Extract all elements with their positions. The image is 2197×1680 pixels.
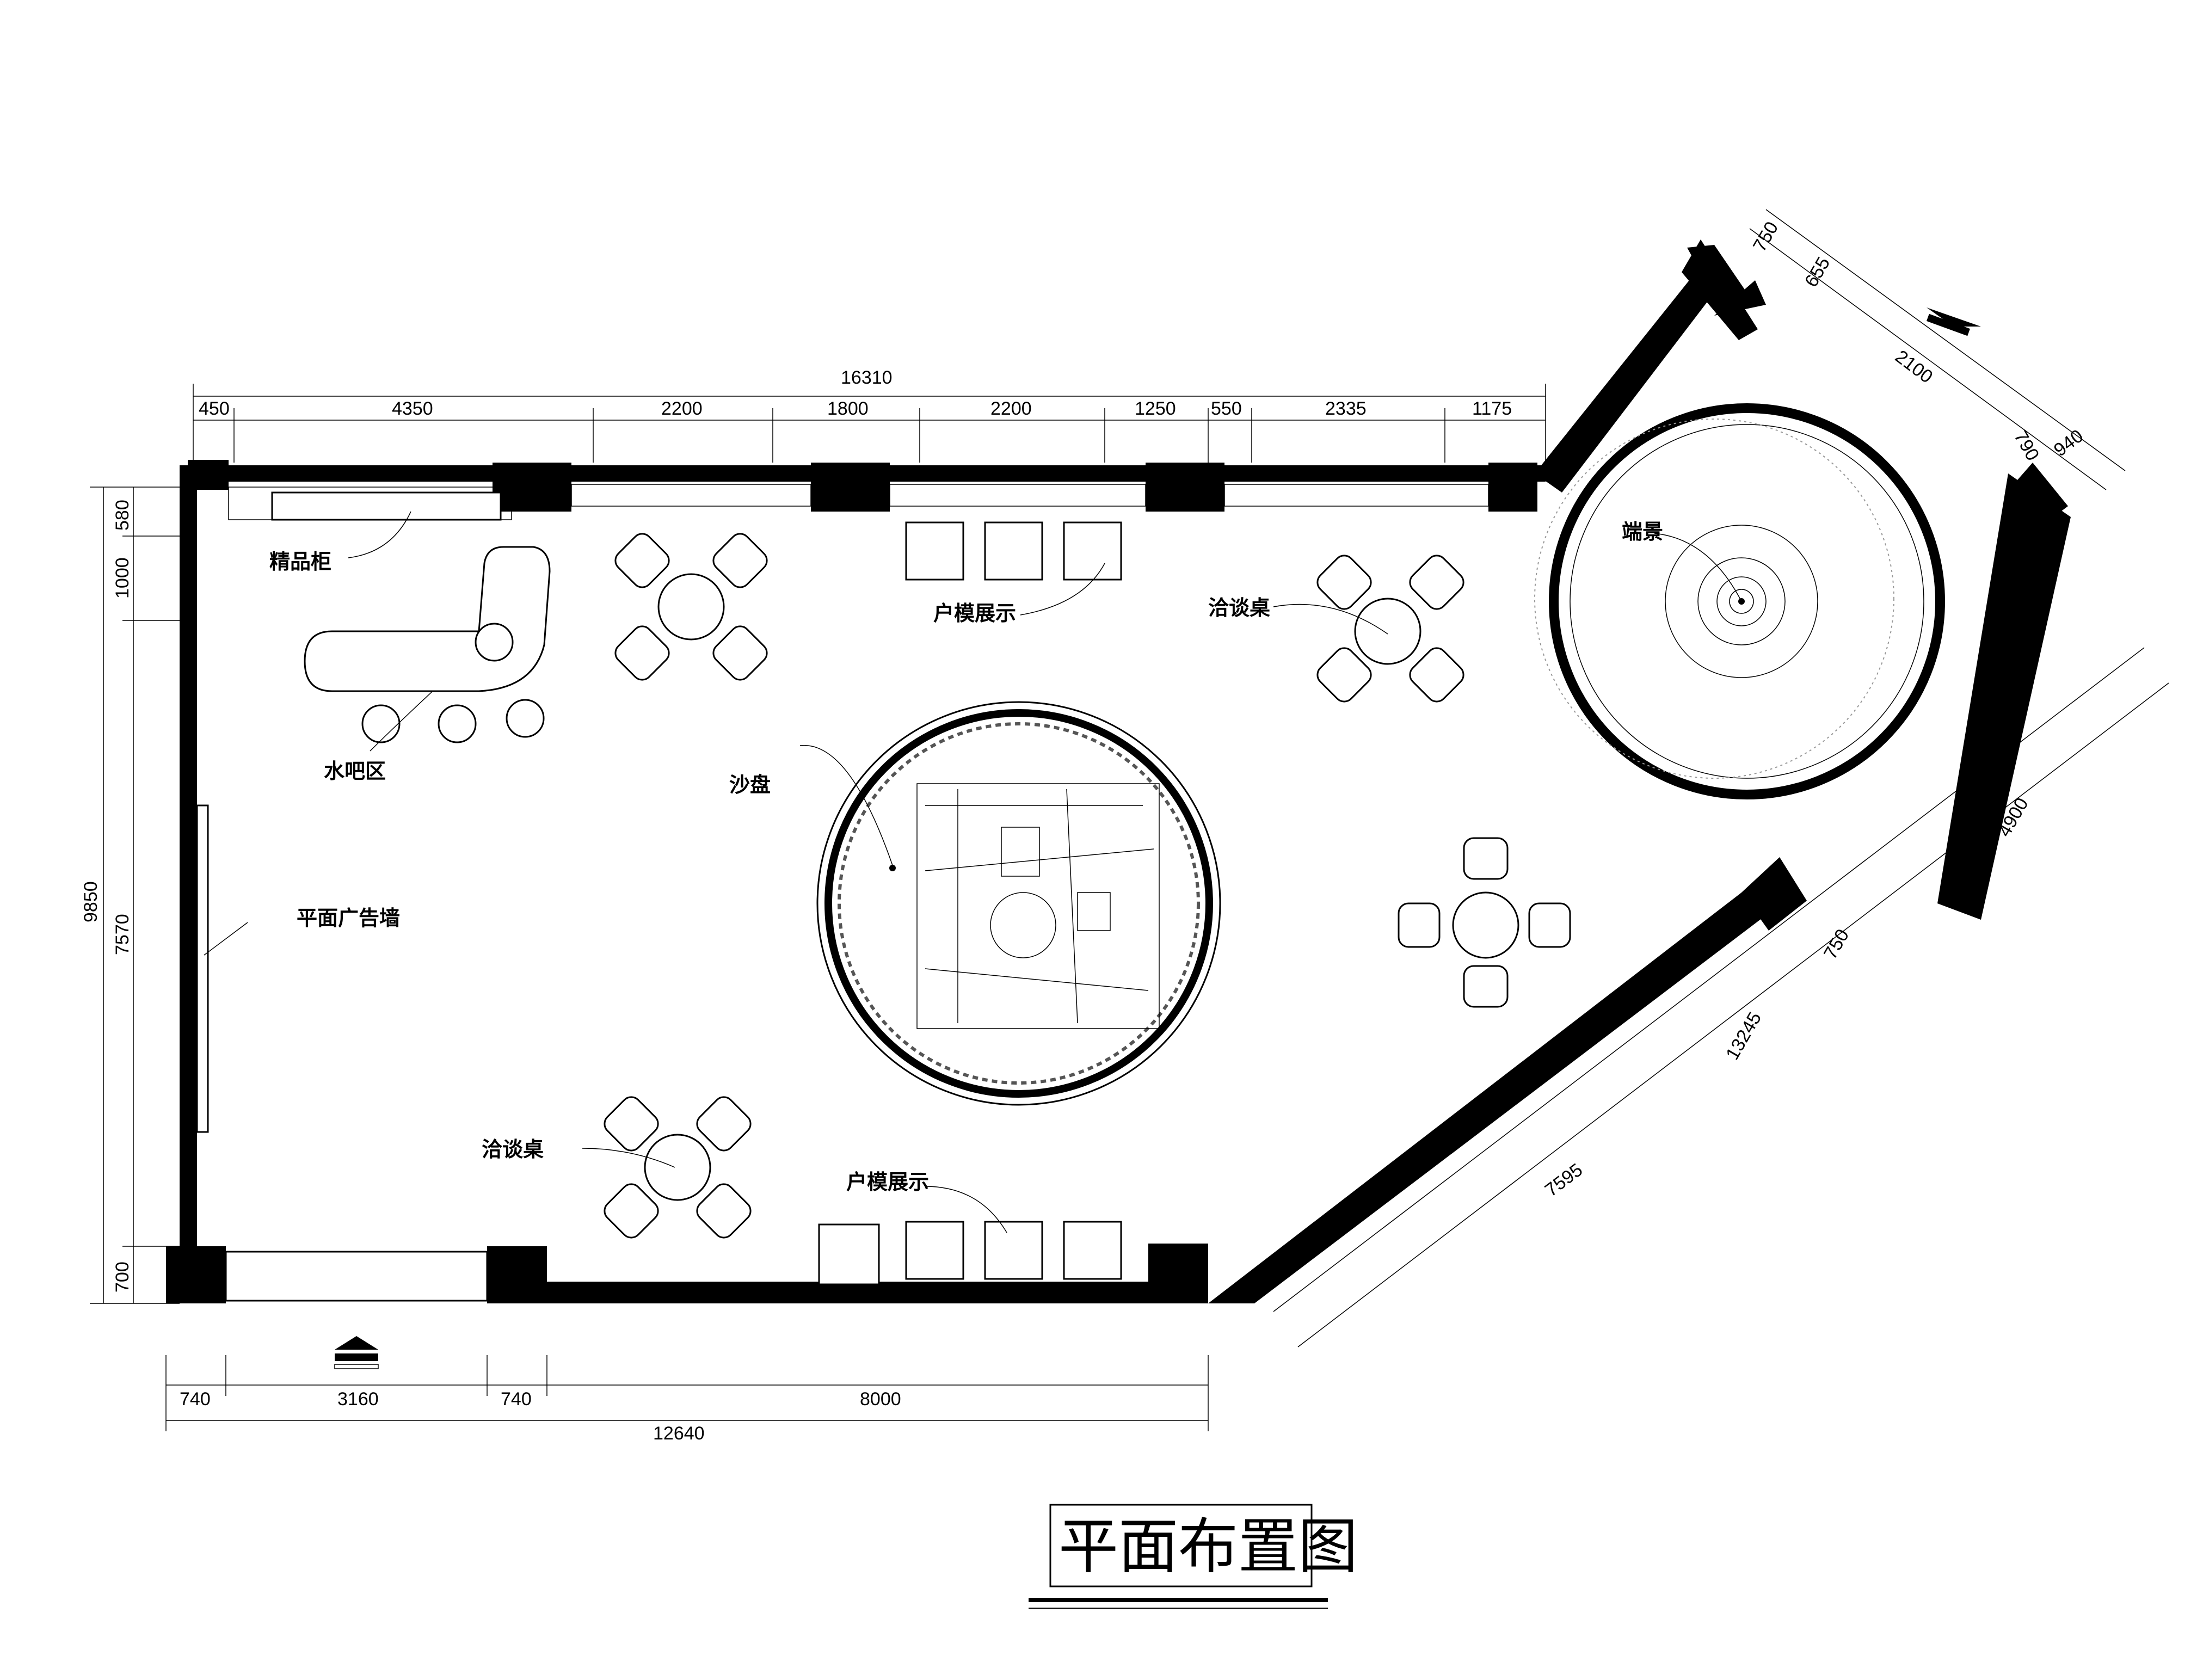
dim-bottom-3: 740 <box>501 1389 532 1410</box>
model-display-bottom-label: 户模展示 <box>846 1170 929 1194</box>
dim-bottom-total: 12640 <box>653 1423 705 1444</box>
dim-top-2: 4350 <box>392 398 433 419</box>
dim-top-3: 2200 <box>661 398 703 419</box>
dim-left-1: 580 <box>112 500 133 531</box>
end-view-rotunda <box>1534 403 1945 799</box>
dim-top-1: 450 <box>199 398 230 419</box>
dim-bottom-1: 740 <box>180 1389 211 1410</box>
bar-stool <box>506 699 545 738</box>
dim-tr-2: 655 <box>1801 254 1834 291</box>
title-text: 平面布置图 <box>1059 1512 1358 1581</box>
dim-top-9: 1175 <box>1472 398 1512 419</box>
model-display-bottom <box>818 1221 1122 1285</box>
entrance-opening <box>225 1251 488 1302</box>
dim-diag-1: 7595 <box>1541 1160 1586 1201</box>
leader-lines <box>204 511 1742 1233</box>
drawing-title: 平面布置图 <box>1029 1504 1358 1609</box>
meeting-table-left-label: 洽谈桌 <box>482 1137 544 1161</box>
boutique-cabinet <box>271 491 502 521</box>
meeting-group-top-left <box>614 533 768 681</box>
dim-tr-5: 940 <box>2050 426 2087 460</box>
water-bar-label: 水吧区 <box>324 759 386 783</box>
entrance-arrow-icon <box>1927 307 1981 336</box>
bar-stool <box>361 704 401 743</box>
dim-top-5: 2200 <box>990 398 1032 419</box>
dim-bottom-4: 8000 <box>860 1389 901 1410</box>
dim-tr-4: 790 <box>2010 427 2043 464</box>
sand-table <box>816 701 1221 1106</box>
dim-bottom-2: 3160 <box>337 1389 379 1410</box>
sand-table-label: 沙盘 <box>729 773 771 797</box>
dim-top-6: 1250 <box>1135 398 1176 419</box>
bar-stool <box>438 704 477 743</box>
ad-wall-label: 平面广告墙 <box>297 906 400 930</box>
dim-left-total: 9850 <box>81 881 101 922</box>
water-bar-counter <box>304 546 551 692</box>
model-display-top-label: 户模展示 <box>933 601 1016 625</box>
dim-diag-total: 13245 <box>1722 1008 1765 1063</box>
ad-wall <box>196 804 209 1133</box>
dim-top-8: 2335 <box>1325 398 1367 419</box>
dim-tr-3: 2100 <box>1891 346 1936 387</box>
dim-left-4: 700 <box>112 1261 133 1293</box>
boutique-cabinet-label: 精品柜 <box>269 550 331 574</box>
meeting-group-right <box>1398 837 1571 1008</box>
dim-top-4: 1800 <box>827 398 869 419</box>
model-display-top <box>905 521 1122 581</box>
walls <box>166 239 2071 1303</box>
end-view-label: 端景 <box>1622 520 1663 544</box>
dim-tr-1: 750 <box>1749 218 1782 255</box>
meeting-group-top-right <box>1316 555 1464 703</box>
entrance-arrow-icon <box>334 1336 379 1369</box>
dimension-texts: 16310 450 4350 2200 1800 2200 1250 550 2… <box>81 218 2087 1444</box>
dim-top-7: 550 <box>1211 398 1242 419</box>
dim-top-total: 16310 <box>841 367 893 388</box>
dim-diag-2: 750 <box>1820 926 1853 963</box>
meeting-group-bottom-left <box>604 1096 752 1239</box>
dimension-lines <box>90 209 2169 1431</box>
meeting-table-right-label: 洽谈桌 <box>1208 596 1270 620</box>
dim-left-3: 7570 <box>112 914 133 955</box>
dim-left-2: 1000 <box>112 557 133 599</box>
water-bar-sink <box>475 623 514 662</box>
